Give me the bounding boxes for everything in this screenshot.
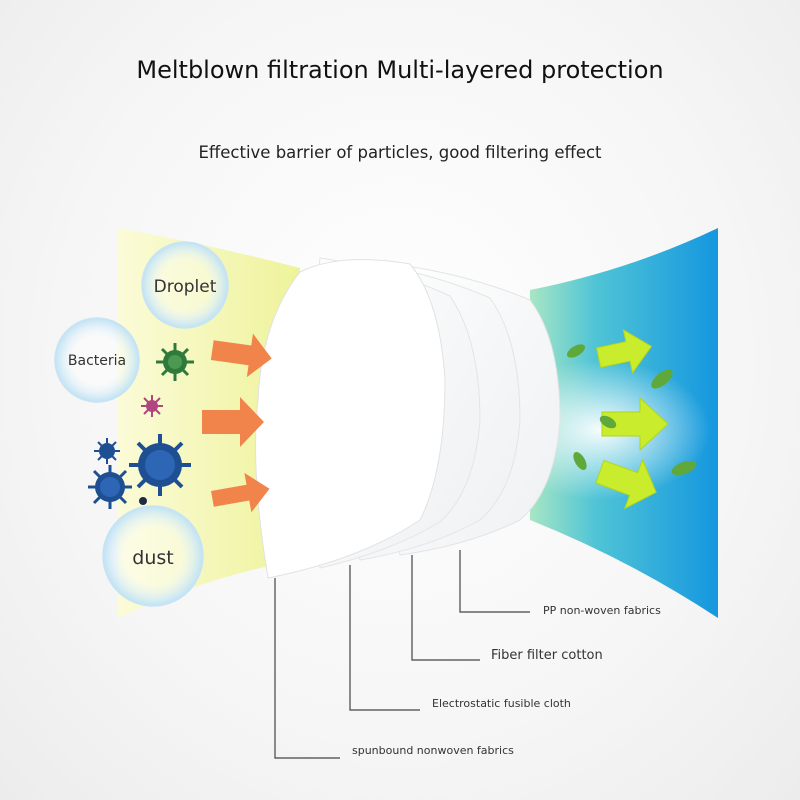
dust-bubble xyxy=(102,505,204,607)
mask-layers xyxy=(255,257,561,579)
virus-icon-small xyxy=(94,438,120,464)
dust-particle-icon xyxy=(139,497,147,505)
page-title: Meltblown filtration Multi-layered prote… xyxy=(136,56,664,84)
spunbond-label: spunbound nonwoven fabrics xyxy=(352,744,514,757)
leaf-icon xyxy=(671,460,697,476)
leaf-icon xyxy=(599,415,617,429)
virus-icon-medium xyxy=(88,465,132,509)
leaf-icon xyxy=(566,344,586,358)
bacteria-bubble xyxy=(54,317,140,403)
leaf-icon xyxy=(651,369,673,389)
page-subtitle: Effective barrier of particles, good fil… xyxy=(198,143,602,162)
leaf-icon xyxy=(573,451,587,471)
leaf-icons xyxy=(566,344,697,476)
electrostatic-label: Electrostatic fusible cloth xyxy=(432,697,571,710)
green-germ-icon xyxy=(156,343,194,381)
inbound-arrow-icon xyxy=(210,333,272,378)
leader-line-spunbond xyxy=(274,578,340,759)
leader-lines xyxy=(274,550,530,759)
virus-icon-large xyxy=(129,434,191,496)
dust-label: dust xyxy=(132,547,173,569)
droplet-bubble xyxy=(141,241,229,329)
pp-nonwoven-label: PP non-woven fabrics xyxy=(543,604,661,617)
inbound-arrow-icon xyxy=(202,397,264,447)
outbound-arrows xyxy=(595,328,669,510)
leader-line-pp xyxy=(459,550,530,613)
outbound-arrow-icon xyxy=(595,328,653,375)
leader-line-fiber xyxy=(411,555,480,661)
bacteria-label: Bacteria xyxy=(68,353,126,369)
pink-germ-icon xyxy=(141,395,163,417)
layer-spunbond xyxy=(255,259,446,579)
inbound-arrows xyxy=(202,333,272,513)
inbound-arrow-icon xyxy=(211,472,270,513)
droplet-label: Droplet xyxy=(154,277,217,297)
fiber-filter-label: Fiber filter cotton xyxy=(491,648,603,663)
outbound-arrow-icon xyxy=(601,396,669,452)
leader-line-electrostatic xyxy=(349,565,420,711)
outbound-arrow-icon xyxy=(595,458,657,510)
